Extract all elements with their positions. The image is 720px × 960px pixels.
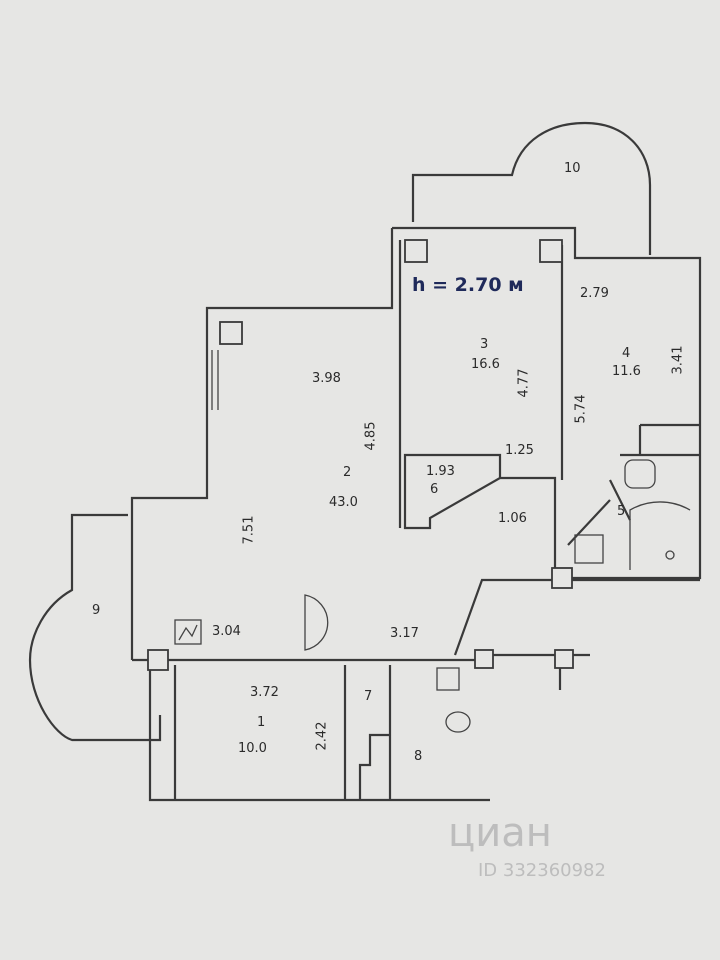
column-7	[554, 649, 574, 669]
room-2-number: 2	[343, 465, 352, 480]
room-4-area: 11.6	[612, 364, 641, 379]
room-2-window	[211, 350, 219, 410]
room-6-outline	[403, 453, 502, 530]
room-10-number: 10	[564, 161, 581, 176]
room-3-area: 16.6	[471, 357, 500, 372]
balcony-10-outline	[411, 121, 652, 255]
column-3	[539, 239, 563, 263]
ceiling-height-note: h = 2.70 м	[412, 274, 524, 296]
electric-panel-symbol	[178, 624, 198, 641]
electric-panel	[174, 619, 202, 645]
dim-room-2-top: 3.98	[312, 371, 341, 386]
dim-room-4-top: 2.79	[580, 286, 609, 301]
room-1-number: 1	[257, 715, 266, 730]
room-7-number: 7	[364, 689, 373, 704]
bathroom-5-sink	[574, 534, 604, 564]
lower-rooms-outline	[132, 658, 490, 802]
bathroom-5-toilet	[624, 459, 656, 489]
room-3-number: 3	[480, 337, 489, 352]
wardrobe-d-shape	[304, 594, 329, 651]
room-2-area: 43.0	[329, 495, 358, 510]
dim-room-2-left: 7.51	[241, 515, 257, 545]
dim-room-4-left: 5.74	[573, 394, 589, 424]
corridor-walls	[453, 476, 700, 656]
dim-room-2-bottom: 3.04	[212, 624, 241, 639]
dim-room-1-top: 3.72	[250, 685, 279, 700]
dim-corridor-width: 1.06	[498, 511, 527, 526]
watermark-brand: циан	[448, 810, 552, 856]
room-8-number: 8	[414, 749, 423, 764]
bathroom-8-toilet	[445, 711, 471, 733]
column-4	[147, 649, 169, 671]
room-5-number: 5	[617, 504, 626, 519]
room-6-number: 6	[430, 482, 439, 497]
dim-room-6-right: 1.25	[505, 443, 534, 458]
bathroom-8-sink	[436, 667, 460, 691]
room-1-area: 10.0	[238, 741, 267, 756]
room-4-number: 4	[622, 346, 631, 361]
column-5	[551, 567, 573, 589]
column-2	[404, 239, 428, 263]
watermark-id: ID 332360982	[478, 860, 606, 881]
balcony-9-outline	[28, 513, 162, 742]
dim-room-2-side: 4.85	[363, 421, 379, 451]
dim-corridor-length: 3.17	[390, 626, 419, 641]
dim-room-3-side: 4.77	[516, 368, 532, 398]
room-2-outline	[130, 228, 394, 660]
column-1	[219, 321, 243, 345]
bathroom-5-drain	[665, 550, 675, 560]
dim-room-4-right: 3.41	[670, 345, 686, 375]
dim-room-1-side: 2.42	[314, 721, 330, 751]
room-9-number: 9	[92, 603, 101, 618]
bathroom-5-outline	[567, 423, 700, 546]
rooms-3-4-outline	[392, 226, 702, 580]
bathroom-5-door-arc	[629, 501, 691, 570]
dim-room-6-top: 1.93	[426, 464, 455, 479]
column-6	[474, 649, 494, 669]
